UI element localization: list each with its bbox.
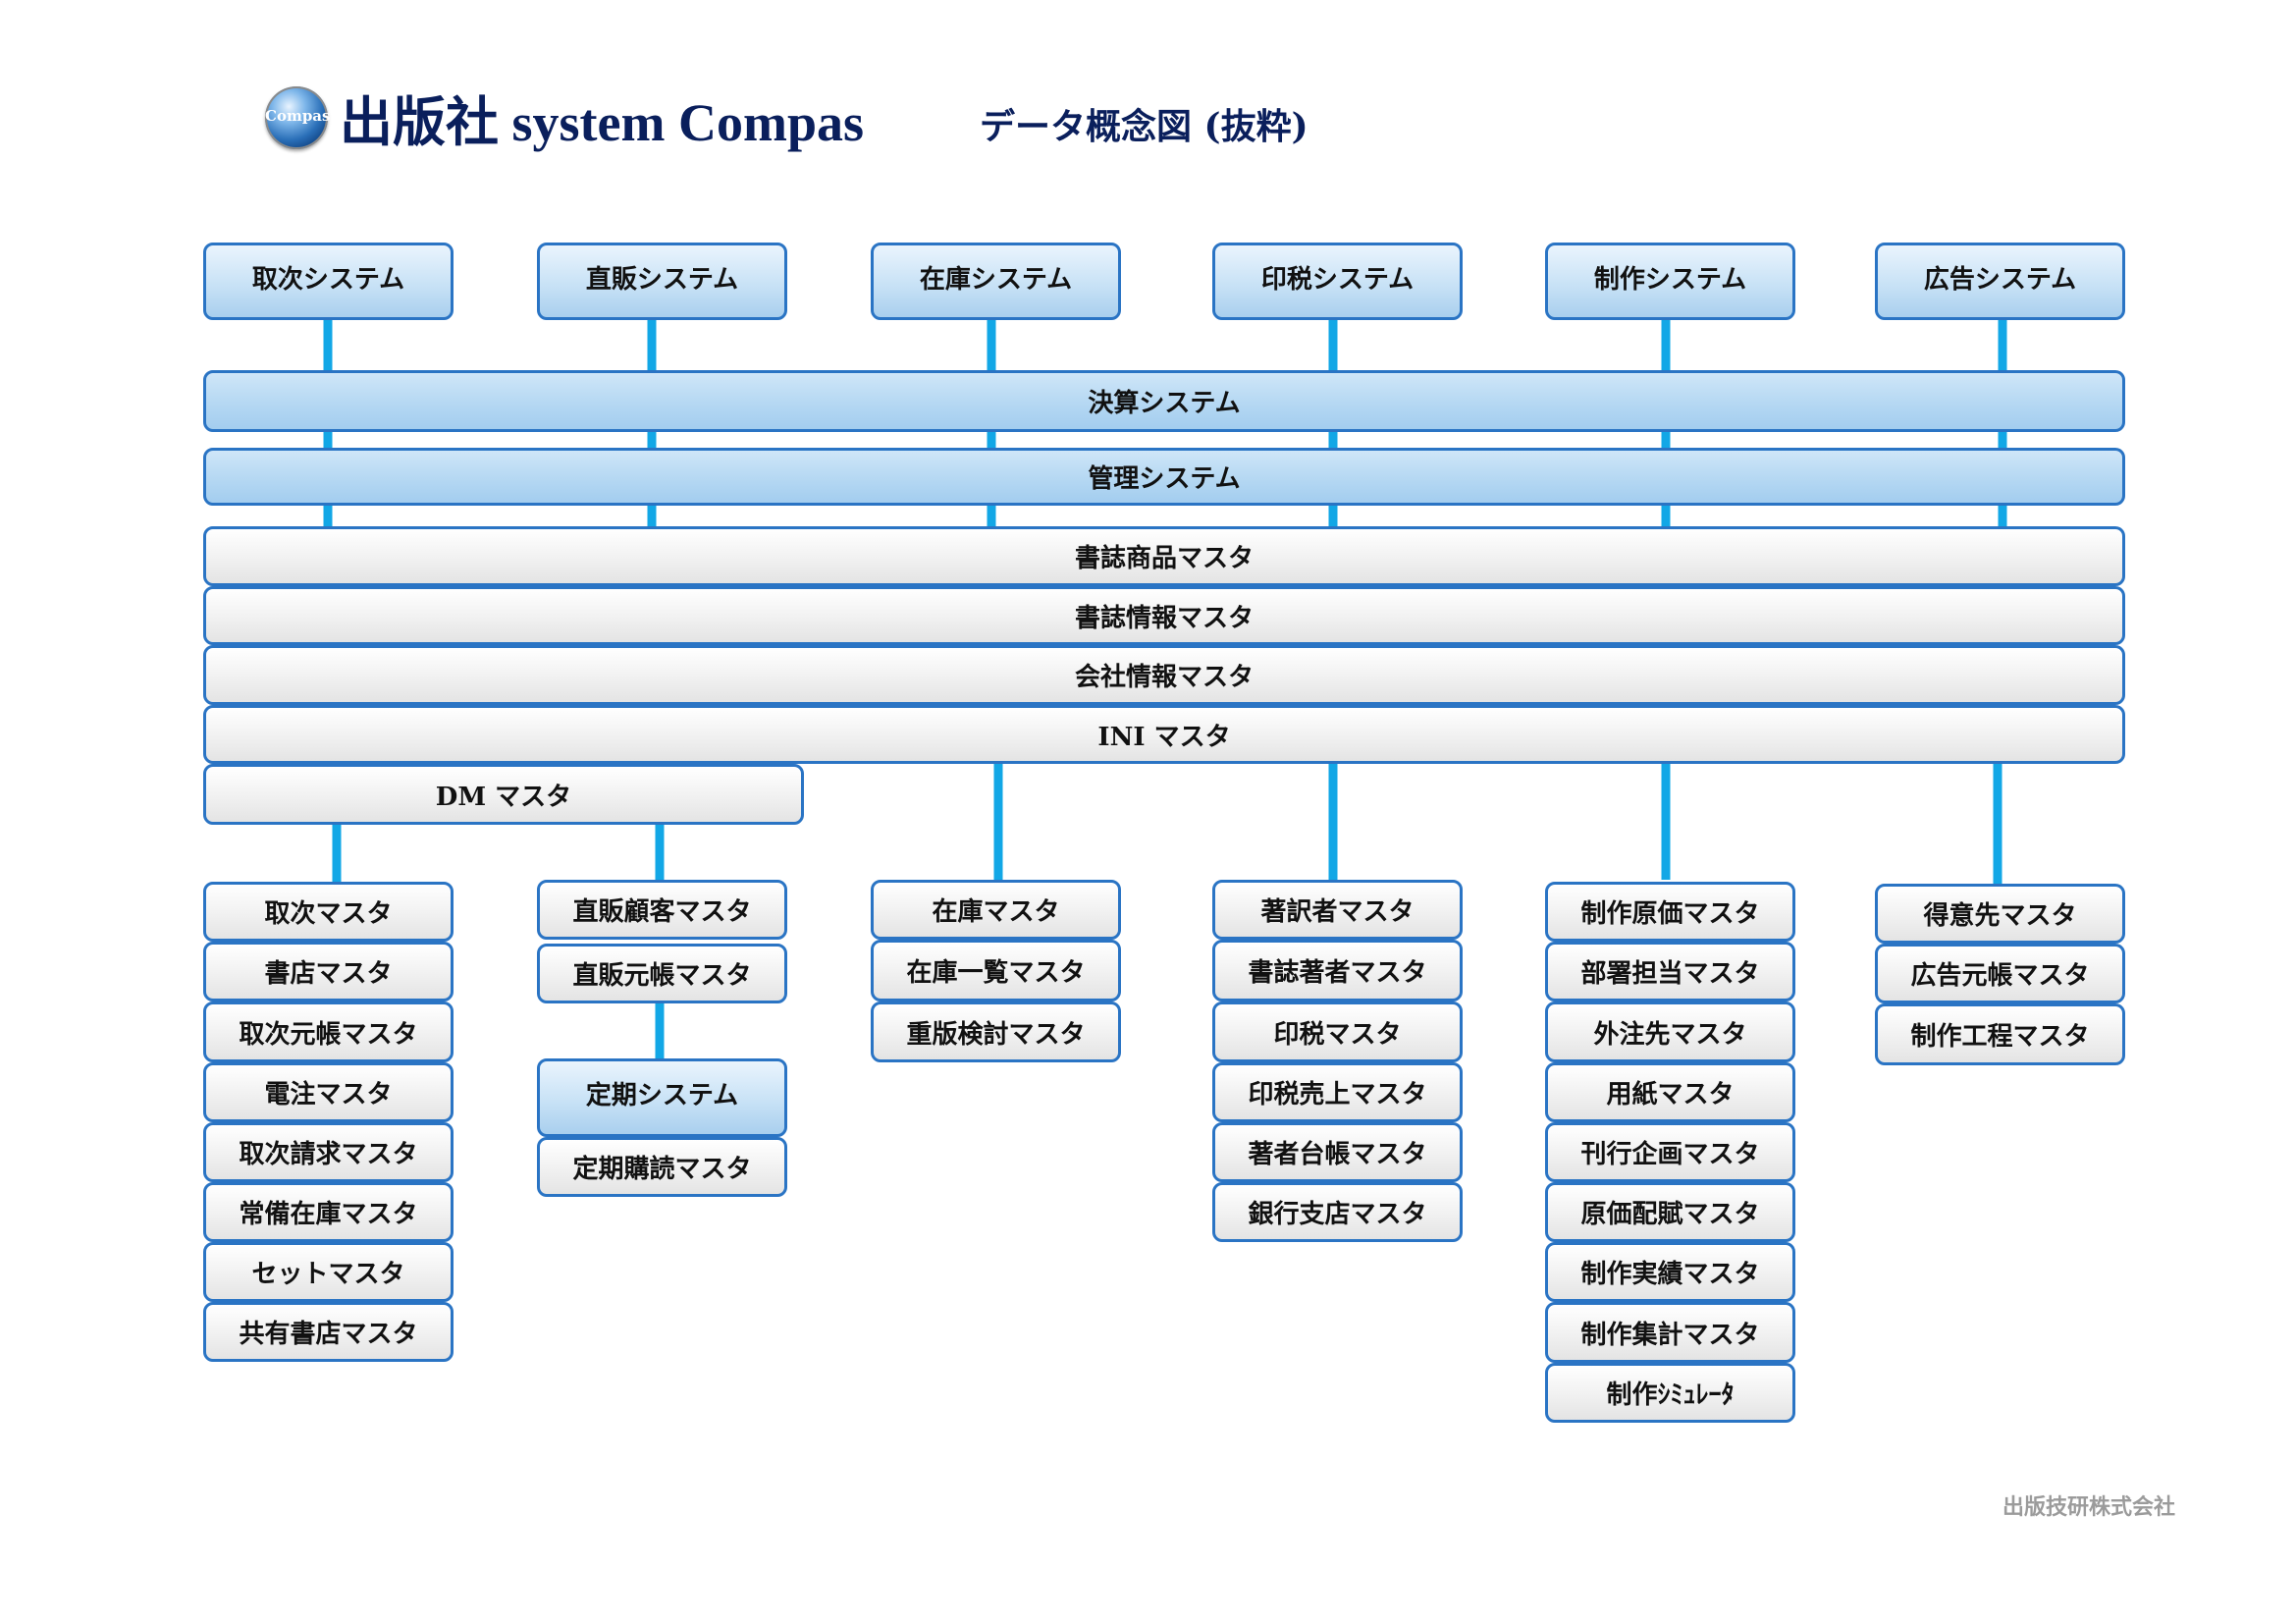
master-customer[interactable]: 得意先マスタ <box>1875 884 2125 944</box>
master-chokuhan-customer[interactable]: 直販顧客マスタ <box>537 880 787 940</box>
management-system-bar[interactable]: 管理システム <box>203 448 2125 506</box>
compas-logo: Compas <box>265 86 331 149</box>
master-shoten[interactable]: 書店マスタ <box>203 942 454 1001</box>
system-torisugi[interactable]: 取次システム <box>203 243 454 320</box>
master-inzei-sales[interactable]: 印税売上マスタ <box>1212 1062 1463 1122</box>
master-author-translator[interactable]: 著訳者マスタ <box>1212 880 1463 940</box>
master-jobi-zaiko[interactable]: 常備在庫マスタ <box>203 1182 454 1242</box>
shared-master-ini[interactable]: INI マスタ <box>203 705 2125 764</box>
master-set[interactable]: セットマスタ <box>203 1242 454 1302</box>
master-department-staff[interactable]: 部署担当マスタ <box>1545 942 1795 1001</box>
shared-master-company-info[interactable]: 会社情報マスタ <box>203 645 2125 705</box>
master-cost-allocation[interactable]: 原価配賦マスタ <box>1545 1182 1795 1242</box>
master-inzei[interactable]: 印税マスタ <box>1212 1001 1463 1062</box>
master-torisugi-billing[interactable]: 取次請求マスタ <box>203 1122 454 1182</box>
master-seisaku-cost[interactable]: 制作原価マスタ <box>1545 882 1795 942</box>
app-title: 出版社 system Compas <box>340 93 864 152</box>
master-koukoku-ledger[interactable]: 広告元帳マスタ <box>1875 944 2125 1003</box>
master-outsource[interactable]: 外注先マスタ <box>1545 1001 1795 1062</box>
master-chokuhan-ledger[interactable]: 直販元帳マスタ <box>537 944 787 1003</box>
master-bibliographic-author[interactable]: 書誌著者マスタ <box>1212 940 1463 1001</box>
shared-master-bibliographic-product[interactable]: 書誌商品マスタ <box>203 526 2125 586</box>
dm-master[interactable]: DM マスタ <box>203 764 804 825</box>
master-seisaku-results[interactable]: 制作実績マスタ <box>1545 1242 1795 1302</box>
system-koukoku[interactable]: 広告システム <box>1875 243 2125 320</box>
master-publication-plan[interactable]: 刊行企画マスタ <box>1545 1122 1795 1182</box>
master-torisugi[interactable]: 取次マスタ <box>203 882 454 942</box>
company-name: 出版技研株式会社 <box>2002 1494 2176 1520</box>
master-seisaku-simulator[interactable]: 制作ｼﾐｭﾚｰﾀ <box>1545 1363 1795 1423</box>
system-teiki[interactable]: 定期システム <box>537 1058 787 1137</box>
master-teiki-subscription[interactable]: 定期購読マスタ <box>537 1137 787 1197</box>
master-paper[interactable]: 用紙マスタ <box>1545 1062 1795 1122</box>
master-shared-shoten[interactable]: 共有書店マスタ <box>203 1302 454 1362</box>
master-juhan-kento[interactable]: 重版検討マスタ <box>871 1001 1121 1062</box>
master-zaiko-list[interactable]: 在庫一覧マスタ <box>871 940 1121 1001</box>
master-production-process[interactable]: 制作工程マスタ <box>1875 1003 2125 1065</box>
master-torisugi-ledger[interactable]: 取次元帳マスタ <box>203 1001 454 1062</box>
system-zaiko[interactable]: 在庫システム <box>871 243 1121 320</box>
logo-text: Compas <box>265 107 331 125</box>
system-inzei[interactable]: 印税システム <box>1212 243 1463 320</box>
master-zaiko[interactable]: 在庫マスタ <box>871 880 1121 940</box>
diagram-title: データ概念図 (抜粋) <box>980 106 1308 147</box>
master-seisaku-totals[interactable]: 制作集計マスタ <box>1545 1302 1795 1363</box>
master-bank-branch[interactable]: 銀行支店マスタ <box>1212 1182 1463 1242</box>
header: Compas 出版社 system Compas データ概念図 (抜粋) <box>0 0 2296 196</box>
settlement-system-bar[interactable]: 決算システム <box>203 370 2125 432</box>
master-denchu[interactable]: 電注マスタ <box>203 1062 454 1122</box>
system-chokuhan[interactable]: 直販システム <box>537 243 787 320</box>
master-author-ledger[interactable]: 著者台帳マスタ <box>1212 1122 1463 1182</box>
system-seisaku[interactable]: 制作システム <box>1545 243 1795 320</box>
shared-master-bibliographic-info[interactable]: 書誌情報マスタ <box>203 586 2125 645</box>
